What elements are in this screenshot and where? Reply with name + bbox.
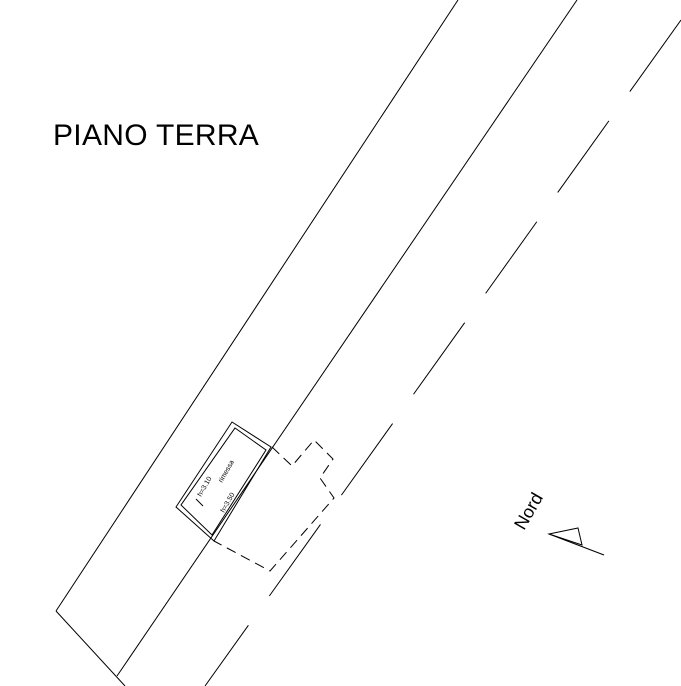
page-title: PIANO TERRA xyxy=(53,119,259,152)
boundary-right-line xyxy=(116,0,578,677)
road-dashed-line xyxy=(204,19,681,686)
boundary-left-line xyxy=(55,0,459,612)
height-label-second: h=3.50 xyxy=(220,492,237,514)
dashed-building-outline xyxy=(213,439,335,572)
rimessa-room xyxy=(175,421,272,542)
road-centerline xyxy=(204,19,681,686)
boundary-bottom-line xyxy=(55,610,126,686)
north-arrow-head xyxy=(547,527,583,546)
room-outer-wall xyxy=(175,421,272,542)
room-label-rimessa: rimessa xyxy=(218,459,236,484)
property-boundary xyxy=(55,0,578,686)
room-internal-mark xyxy=(195,498,204,507)
room-inner-wall xyxy=(180,427,267,536)
north-label: Nord xyxy=(510,489,547,533)
north-arrow: Nord xyxy=(510,489,605,556)
